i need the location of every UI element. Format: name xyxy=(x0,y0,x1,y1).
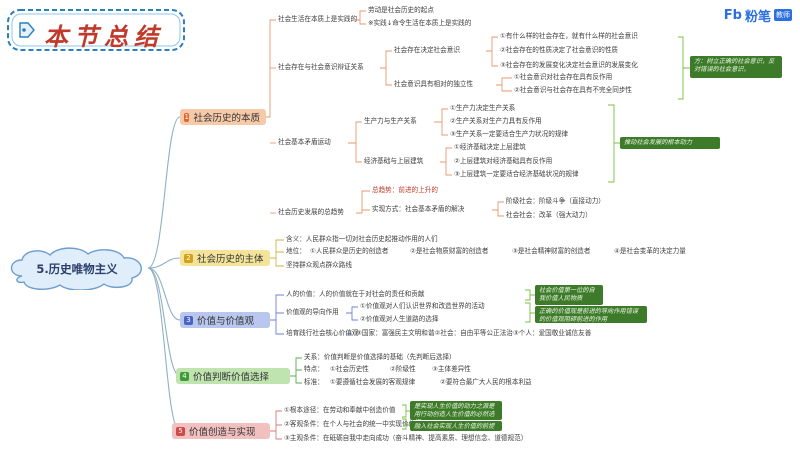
b1-consciousness-independence-2: ②社会意识与社会存在具有不完全同步性 xyxy=(514,86,633,94)
branch-number: 4 xyxy=(180,371,189,381)
b1-consciousness-independence-1: ①社会意识对社会存在具有反作用 xyxy=(514,73,613,81)
branch-value-and-values[interactable]: 3 价值与价值观 xyxy=(180,312,270,328)
b3-core-values: 培育践行社会核心价值观 xyxy=(286,329,359,337)
connector-root-b4 xyxy=(147,267,181,377)
b1-driving-force-note: 推动社会发展的根本动力 xyxy=(620,137,720,149)
b1-base-superstructure-2: ②上层建筑对经济基础具有反作用 xyxy=(454,157,553,165)
b1-consciousness-independence: 社会意识具有相对的独立性 xyxy=(394,80,474,88)
b1-basic-contradiction: 社会基本矛盾运动 xyxy=(278,138,331,146)
connector-root-b2 xyxy=(147,257,181,269)
b5-fundamental-way: ①根本途径：在劳动和奉献中创造价值 xyxy=(284,406,396,414)
branch-social-history-essence[interactable]: 1 社会历史的本质 xyxy=(180,109,266,125)
b2-status-1: ①人民群众是历史的创造者 xyxy=(310,247,389,255)
bracket-note-b1s2 xyxy=(678,36,690,100)
b1-consciousness-note: 方：树立正确的社会意识，反对错误的社会意识。 xyxy=(690,56,782,78)
tag-icon xyxy=(18,20,36,40)
branch-label: 价值判断价值选择 xyxy=(193,372,270,383)
b5-motivation-note: 是实现人生价值的动力之源是用行动创造人生价值的必然选择 xyxy=(410,401,502,426)
title-banner: 本节总结 xyxy=(6,6,186,54)
connector-root-b1 xyxy=(147,116,181,269)
cloud-shape xyxy=(10,247,142,290)
b2-status-3: ③是社会精神财富的创造者 xyxy=(512,247,591,255)
b2-definition: 含义：人民群众指一切对社会历史起推动作用的人们 xyxy=(286,235,438,243)
branch-number: 2 xyxy=(184,253,193,263)
b1-existence-decides-1: ①有什么样的社会存在，就有什么样的社会意识 xyxy=(500,32,638,40)
branch-value-judgment-choice[interactable]: 4 价值判断价值选择 xyxy=(176,368,290,384)
b1-productivity-relations-2: ②生产关系对生产力具有反作用 xyxy=(450,117,542,125)
bracket-note-b1s3 xyxy=(608,104,620,183)
b1-social-life-practice: 社会生活在本质上是实践的 xyxy=(278,15,358,23)
branch-value-creation-realization[interactable]: 5 价值创造与实现 xyxy=(172,423,270,439)
b2-mass-line: 坚持群众观点群众路线 xyxy=(286,261,352,269)
b2-status-label: 地位： xyxy=(286,247,306,255)
b1-class-struggle: 阶级社会：阶级斗争（直接动力） xyxy=(506,197,605,205)
branch-label: 价值创造与实现 xyxy=(189,427,256,438)
brand-name: 粉笔 xyxy=(744,9,771,25)
b2-status-2: ②是社会物质财富的创造者 xyxy=(410,247,489,255)
b1-productivity-relations-3: ③生产关系一定要适合生产力状况的规律 xyxy=(450,130,569,138)
b1-existence-decides-3: ③社会存在的发展变化决定社会意识的发展变化 xyxy=(500,61,638,69)
branch-label: 价值与价值观 xyxy=(197,316,255,327)
b1-trend-upward: 总趋势：前进的上升的 xyxy=(372,186,438,194)
branch-social-history-subject[interactable]: 2 社会历史的主体 xyxy=(180,250,270,266)
b1-existence-decides-2: ②社会存在的性质决定了社会意识的性质 xyxy=(500,46,619,54)
b1-labor-starting-point: 劳动是社会历史的起点 xyxy=(368,6,434,14)
b3-guiding-role: 价值观的导向作用 xyxy=(286,308,339,316)
b1-base-superstructure: 经济基础与上层建筑 xyxy=(364,157,424,165)
b1-existence-decides: 社会存在决定社会意识 xyxy=(394,46,460,54)
connector-root-b3 xyxy=(147,267,181,321)
b5-objective-condition: ②客观条件：在个人与社会的统一中实现价值 xyxy=(284,420,416,428)
root-node: 5.历史唯物主义 xyxy=(2,246,152,290)
brand-tag: 教师 xyxy=(774,9,792,21)
branch-label: 社会历史的本质 xyxy=(193,113,260,124)
brand-mark: Fb xyxy=(723,7,742,23)
b3-guiding-role-2: ②价值观对人生道路的选择 xyxy=(360,315,439,323)
b4-feature-2: ②阶级性 xyxy=(390,365,416,373)
b4-feature-3: ③主体差异性 xyxy=(432,365,471,373)
b2-status-4: ④是社会变革的决定力量 xyxy=(614,247,686,255)
b1-practice-note: ※实践↓命令生活在本质上是实践的 xyxy=(368,19,472,27)
b3-core-values-detail: ③国家：富强民主文明和谐②社会：自由平等公正法治③个人：爱国敬业诚信友善 xyxy=(356,329,592,337)
b1-general-trend: 社会历史发展的总趋势 xyxy=(278,208,344,216)
page-title: 本节总结 xyxy=(44,22,164,51)
b1-trend-realization: 实现方式：社会基本矛盾的解决 xyxy=(372,205,465,213)
b3-social-value-note: 社会价值第一位的自我价值人民物质 xyxy=(535,285,603,305)
b3-guidance-note: 正确的价值观是前进的导向作用错误的价值观阻碍前进的作用 xyxy=(535,306,647,323)
b4-feature-1: ①社会历史性 xyxy=(330,365,369,373)
b5-premise-note: 融入社会实现人生价值的前提 xyxy=(410,421,502,431)
b1-existence-consciousness: 社会存在与社会意识辩证关系 xyxy=(278,63,364,71)
b1-base-superstructure-3: ③上层建筑一定要适合经济基础状况的规律 xyxy=(454,170,579,178)
b1-productivity-relations: 生产力与生产关系 xyxy=(364,117,417,125)
b5-subjective-condition: ③主观条件：在砥砺自我中走向成功（奋斗精神、提高素质、理想信念、道德规范） xyxy=(284,434,528,442)
branch-number: 3 xyxy=(184,315,193,325)
branch-number: 5 xyxy=(176,426,185,436)
b4-standard-2: ②要符合最广大人民的根本利益 xyxy=(440,378,532,386)
b3-human-value: 人的价值：人的价值就在于对社会的责任和贡献 xyxy=(286,290,425,298)
b4-features-label: 特点： xyxy=(304,365,324,373)
b4-relation: 关系：价值判断是价值选择的基础（先判断后选择） xyxy=(304,353,456,361)
title-banner-frame xyxy=(7,9,185,51)
b1-reform: 社会社会：改革（强大动力） xyxy=(506,211,592,219)
b4-standard-1: ①要遵循社会发展的客观规律 xyxy=(330,378,416,386)
branch-number: 1 xyxy=(184,112,190,122)
b4-standard-label: 标准： xyxy=(304,378,324,386)
b1-productivity-relations-1: ①生产力决定生产关系 xyxy=(450,104,516,112)
brand-logo: Fb 粉笔 教师 xyxy=(723,6,792,25)
b1-base-superstructure-1: ①经济基础决定上层建筑 xyxy=(454,143,526,151)
branch-label: 社会历史的主体 xyxy=(197,254,264,265)
root-label: 5.历史唯物主义 xyxy=(36,262,118,276)
b3-guiding-role-1: ①价值观对人们认识世界和改造世界的活动 xyxy=(360,302,485,310)
